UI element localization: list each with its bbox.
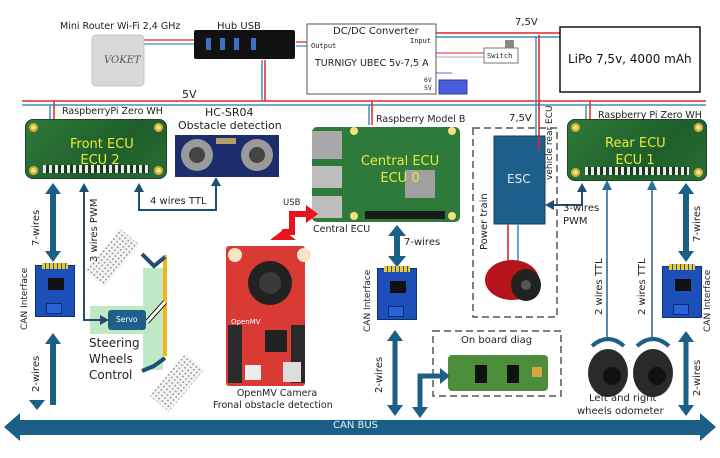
esc-label: ESC	[507, 172, 531, 186]
switch-lever	[505, 40, 514, 48]
jumper-block	[438, 79, 468, 95]
odometer-label-2: wheels odometer	[577, 406, 664, 417]
front-pwm-label: 3 wires PWM	[89, 198, 100, 262]
esc-voltage-label: 7,5V	[509, 113, 532, 124]
dcdc-5v-label: 5V	[424, 84, 432, 92]
dcdc-title: DC/DC Converter	[333, 26, 419, 37]
central-7-wires-label: 7-wires	[404, 237, 441, 248]
power-train-group	[472, 127, 558, 318]
central-ecu-id: ECU 0	[380, 171, 420, 186]
central-pi-board	[312, 127, 460, 222]
openmv-brand: OpenMV	[231, 318, 261, 326]
hcsr04-image	[175, 135, 279, 177]
front-7-wires-label: 7-wires	[31, 209, 42, 246]
rear-ecu-title: Rear ECU	[605, 136, 666, 151]
rear-pi-zero-board	[567, 119, 707, 181]
rail-7v5-label: 7,5V	[515, 17, 538, 28]
rail-5v-label: 5V	[182, 88, 197, 101]
dcdc-converter-box	[306, 23, 437, 95]
router-brand-label: VOKET	[104, 55, 141, 66]
can-interface-rear	[662, 264, 702, 318]
central-2-wires-label: 2-wires	[374, 356, 385, 393]
vehicle-rear-ecu-label: vehicle rear ECU	[545, 105, 555, 180]
right-odometer-ttl-label: 2 wires TTL	[637, 258, 648, 315]
openmv-subtitle: Fronal obstacle detection	[213, 400, 333, 411]
four-wires-ttl-label: 4 wires TTL	[150, 196, 207, 207]
can-interface-central	[377, 266, 417, 320]
rear-links	[545, 183, 694, 416]
central-ecu-caption: Central ECU	[313, 224, 371, 235]
steering-label-1: Steering	[89, 336, 140, 350]
rear-pwm-label-2: PWM	[563, 216, 588, 227]
power-train-label: Power train	[479, 193, 490, 250]
motor-image	[485, 260, 541, 301]
esc-box	[493, 135, 546, 225]
openmv-camera-image	[226, 246, 311, 386]
steering-assembly	[84, 228, 205, 412]
steering-label-2: Wheels	[89, 352, 133, 366]
on-board-diag-label: On board diag	[461, 335, 533, 346]
front-ecu-id: ECU 2	[80, 153, 120, 168]
battery-label: LiPo 7,5v, 4000 mAh	[568, 52, 692, 66]
can-bus-label: CAN BUS	[333, 420, 379, 431]
can-interface-front-label: CAN Interface	[20, 267, 30, 330]
usb-arrow	[270, 205, 318, 240]
rear-2-wires-label: 2-wires	[692, 359, 703, 396]
odometer-wheels	[588, 180, 673, 397]
openmv-title: OpenMV Camera	[236, 388, 318, 399]
central-links	[387, 225, 450, 418]
power-rail-5v	[22, 60, 706, 125]
rear-7-wires-label: 7-wires	[692, 205, 703, 242]
battery-box	[559, 26, 701, 93]
switch-box	[483, 47, 519, 64]
mini-router-image	[91, 34, 145, 87]
on-board-diag-group	[432, 330, 562, 397]
can-interface-rear-label: CAN Interface	[703, 269, 713, 332]
steering-label-3: Control	[89, 368, 133, 382]
dcdc-output-label: Output	[311, 42, 337, 50]
hcsr04-title: HC-SR04	[205, 106, 254, 119]
hcsr04-subtitle: Obstacle detection	[178, 119, 282, 132]
dcdc-6v-label: 6V	[424, 76, 432, 84]
hub-usb-label: Hub USB	[217, 21, 261, 32]
front-ecu-title: Front ECU	[70, 137, 134, 152]
central-ecu-title: Central ECU	[360, 154, 440, 169]
rear-pi-label: Raspberry Pi Zero WH	[598, 110, 702, 121]
mini-router-label: Mini Router Wi-Fi 2,4 GHz	[60, 21, 181, 32]
usb-label: USB	[283, 198, 301, 208]
can-interface-central-label: CAN Interface	[363, 269, 373, 332]
router-hub-cable	[143, 39, 308, 47]
central-pi-label: Raspberry Model B	[376, 114, 466, 125]
left-odometer-ttl-label: 2 wires TTL	[594, 258, 605, 315]
usb-hub-image	[194, 30, 295, 59]
front-2-wires-label: 2-wires	[31, 355, 42, 392]
can-interface-front	[35, 263, 75, 317]
front-pi-label: RaspberryPi Zero WH	[62, 106, 163, 117]
rear-pwm-label-1: 3-wires	[563, 203, 600, 214]
switch-label: Switch	[487, 52, 513, 60]
rear-ecu-id: ECU 1	[615, 153, 655, 168]
diag-board-image	[448, 355, 548, 391]
can-bus-arrow[interactable]	[4, 413, 716, 441]
dcdc-input-label: Input	[410, 37, 432, 45]
odometer-label-1: Left and right	[589, 393, 657, 404]
dcdc-model-label: TURNIGY UBEC 5v-7,5 A	[315, 58, 429, 69]
front-pi-zero-board	[25, 119, 167, 179]
servo-label: Servo	[116, 315, 138, 324]
front-links	[29, 177, 221, 410]
